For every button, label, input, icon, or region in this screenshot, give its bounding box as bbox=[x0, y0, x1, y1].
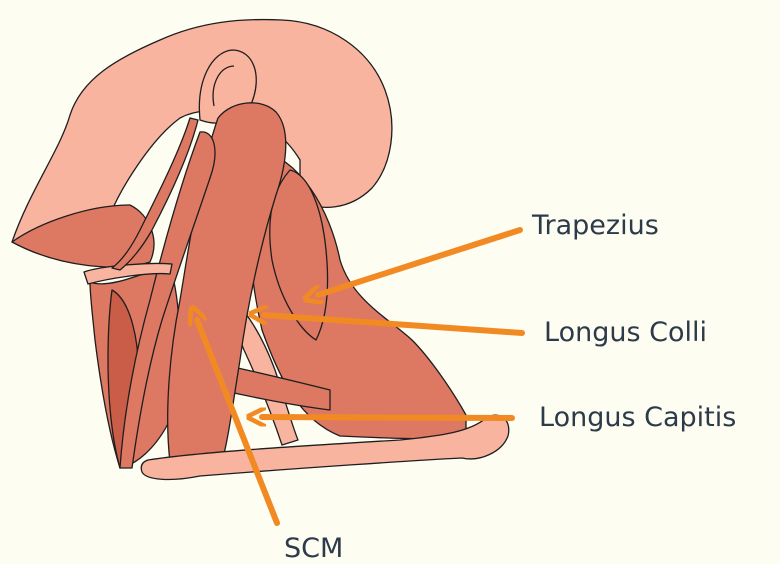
longus-colli-label: Longus Colli bbox=[544, 319, 707, 346]
trapezius-label: Trapezius bbox=[532, 212, 659, 239]
longus-capitis-arrow bbox=[262, 417, 512, 418]
longus-capitis-label: Longus Capitis bbox=[539, 404, 736, 431]
scm-label: SCM bbox=[284, 535, 343, 562]
trapezius-arrow bbox=[318, 230, 520, 295]
